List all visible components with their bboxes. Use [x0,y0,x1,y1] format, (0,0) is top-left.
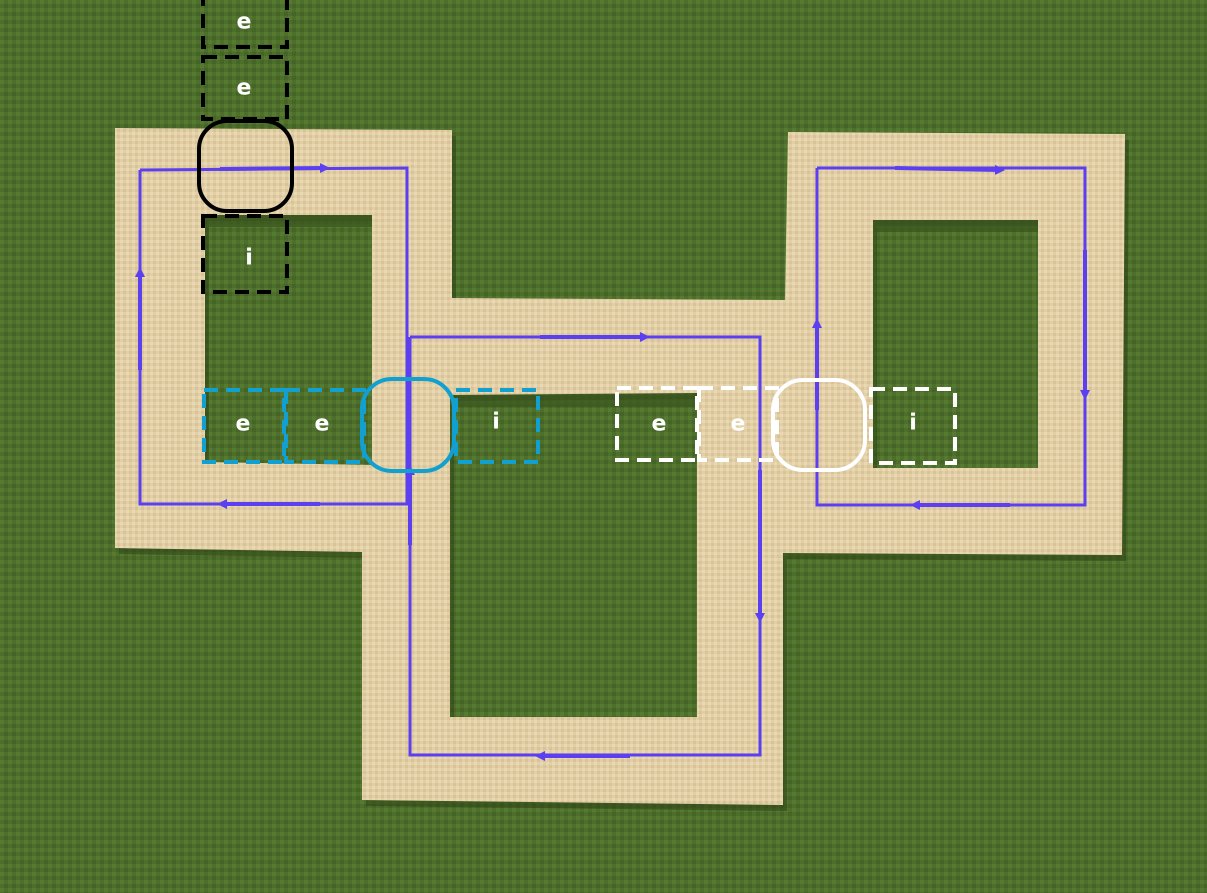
black-box-i [201,214,289,294]
white-label-e1: e [652,412,667,437]
cyan-label-e1: e [236,412,251,437]
cyan-label-e2: e [315,412,330,437]
white-marker-group [615,378,957,472]
black-label-e-mid: e [237,76,252,101]
black-label-i: i [245,246,253,271]
black-box-e-top [201,0,289,49]
arrow-left-top [219,163,330,174]
arrow-right-top [894,164,1005,175]
white-box-i [869,387,957,465]
white-label-i: i [909,411,917,436]
white-junction-circle [771,378,867,472]
cyan-marker-group [202,377,540,473]
white-label-e2: e [731,412,746,437]
cyan-box-i [454,388,540,464]
cyan-label-i: i [492,410,500,435]
flow-arrows [135,163,1090,761]
black-label-e-top: e [237,10,252,35]
black-junction-circle [197,119,294,213]
black-marker-group [197,0,294,294]
white-box-e2 [697,386,779,462]
